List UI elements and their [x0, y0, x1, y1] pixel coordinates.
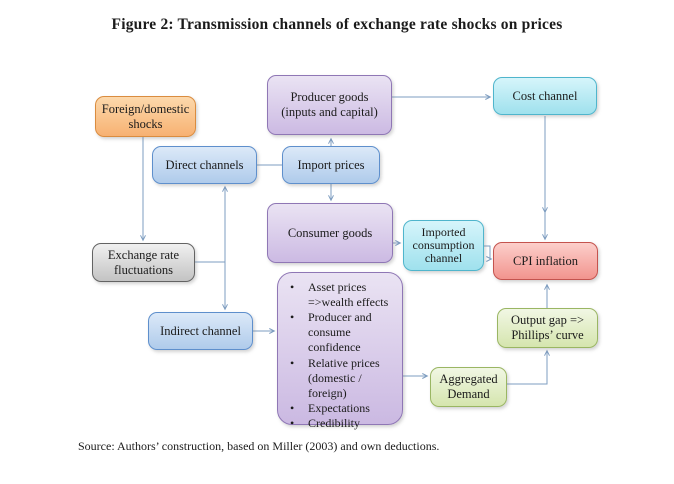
node-consumer-goods: Consumer goods — [267, 203, 393, 263]
factor-item: Relative prices (domestic / foreign) — [278, 356, 398, 401]
node-producer-goods: Producer goods (inputs and capital) — [267, 75, 392, 135]
arrow-imported-to-cpi — [484, 245, 493, 262]
factor-item: Producer and consume confidence — [278, 310, 398, 355]
node-cpi-inflation: CPI inflation — [493, 242, 598, 280]
node-output-gap-phillips: Output gap => Phillips’ curve — [497, 308, 598, 348]
node-cost-channel: Cost channel — [493, 77, 597, 115]
node-import-prices: Import prices — [282, 146, 380, 184]
source-note: Source: Authors’ construction, based on … — [78, 439, 440, 453]
factor-item: Expectations — [278, 401, 398, 416]
factor-item: Credibility — [278, 416, 398, 431]
factors-list: Asset prices =>wealth effects Producer a… — [278, 280, 398, 431]
factor-item: Asset prices =>wealth effects — [278, 280, 398, 310]
node-exchange-rate-fluctuations: Exchange rate fluctuations — [92, 243, 195, 282]
node-imported-consumption-channel: Imported consumption channel — [403, 220, 484, 271]
node-direct-channels: Direct channels — [152, 146, 257, 184]
arrow-aggregated-to-outputgap — [507, 349, 550, 385]
node-indirect-channel: Indirect channel — [148, 312, 253, 350]
node-aggregated-demand: Aggregated Demand — [430, 367, 507, 407]
node-foreign-domestic-shocks: Foreign/domestic shocks — [95, 96, 196, 137]
node-indirect-factors-list: Asset prices =>wealth effects Producer a… — [277, 272, 403, 431]
figure-title: Figure 2: Transmission channels of excha… — [111, 16, 563, 33]
